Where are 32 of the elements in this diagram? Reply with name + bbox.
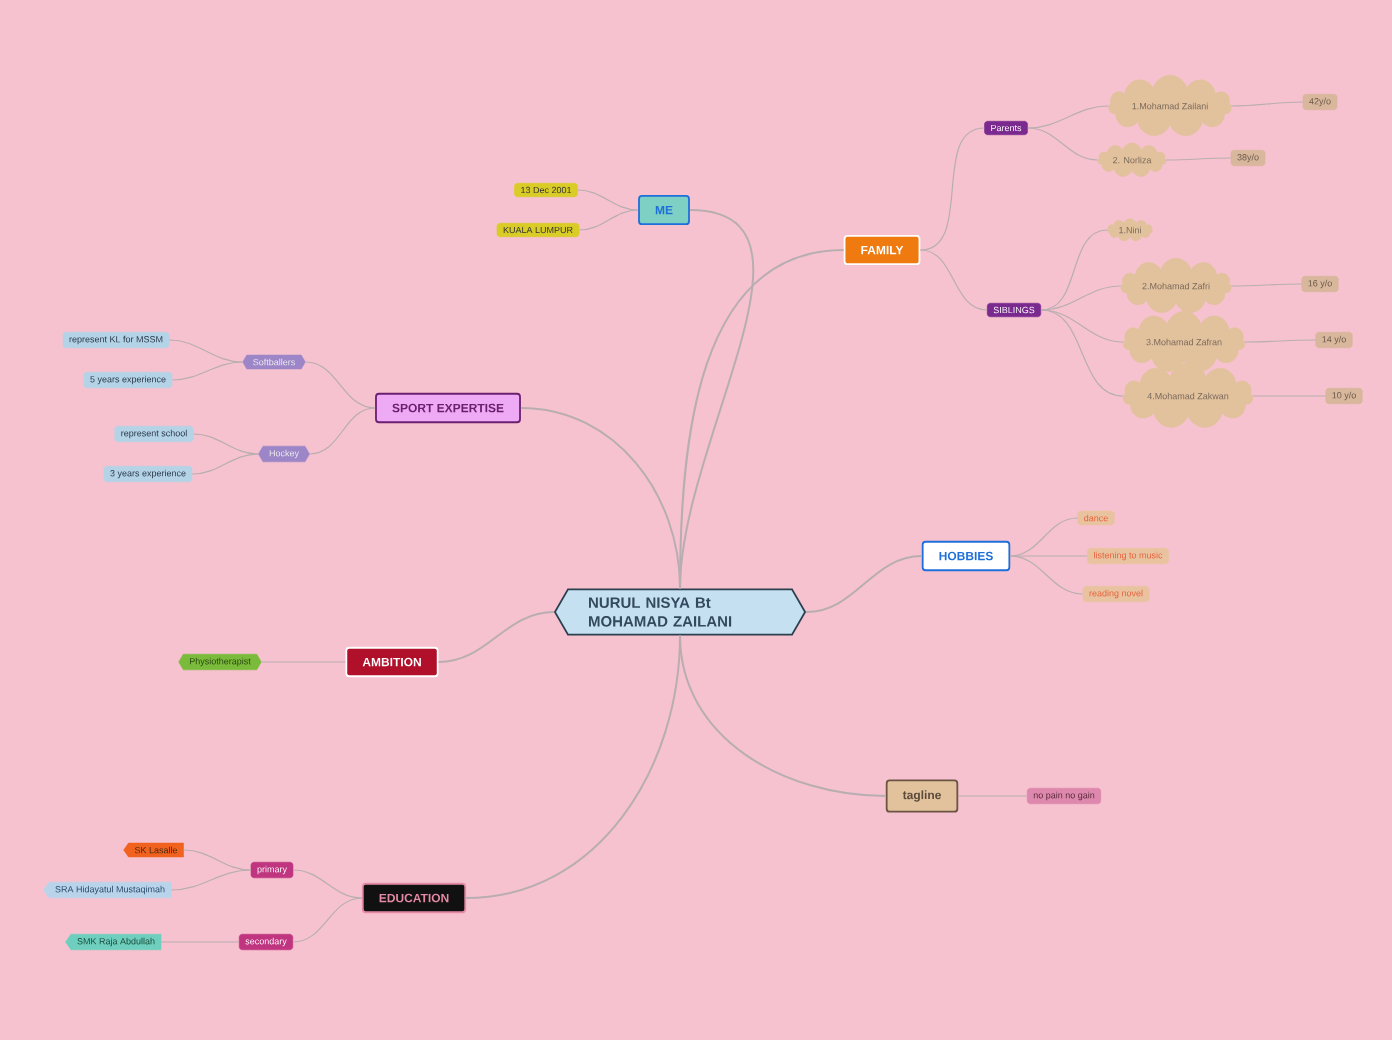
connector-line	[292, 897, 363, 943]
connector-line	[193, 433, 259, 455]
connector-line	[1230, 101, 1304, 107]
connector-line	[1027, 127, 1099, 161]
connector-line	[519, 407, 682, 590]
connector-line	[1009, 555, 1088, 557]
connector-line	[261, 661, 347, 663]
connector-line	[1009, 555, 1084, 595]
connector-line	[292, 869, 363, 899]
connector-line	[465, 634, 681, 899]
connector-line	[171, 361, 243, 381]
connector-line	[168, 339, 243, 363]
connector-line	[170, 869, 252, 891]
connector-line	[437, 611, 555, 663]
connector-line	[309, 407, 376, 455]
connector-line	[1040, 285, 1122, 311]
connector-line	[1244, 339, 1317, 343]
connector-line	[805, 555, 923, 613]
connector-line	[577, 189, 639, 211]
connector-line	[1252, 395, 1327, 397]
connector-line	[578, 209, 639, 231]
connector-line	[305, 361, 376, 409]
connector-line	[183, 849, 252, 871]
connector-line	[919, 249, 988, 311]
connector-line	[191, 453, 259, 475]
connector-line	[919, 127, 985, 251]
connector-line	[957, 795, 1028, 797]
connector-line	[160, 941, 240, 943]
connector-line	[1027, 105, 1110, 129]
connector-line	[1040, 309, 1124, 397]
connector-line	[1230, 283, 1303, 287]
connector-line	[1165, 157, 1232, 161]
